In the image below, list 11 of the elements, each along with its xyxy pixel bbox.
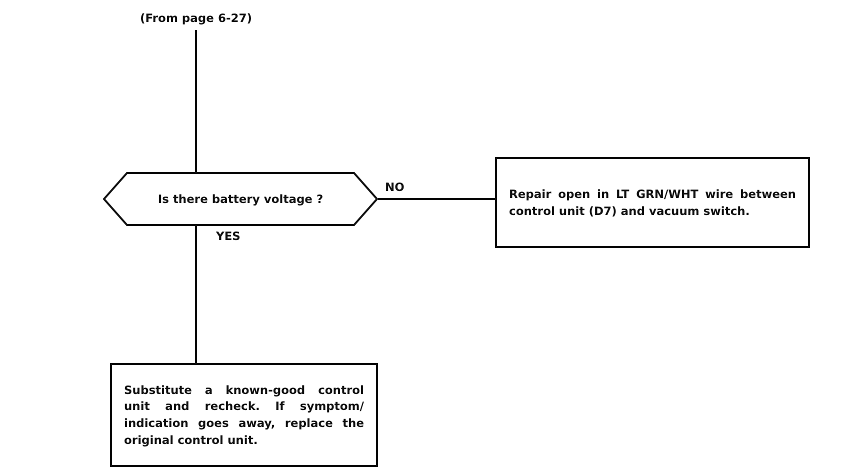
connector-line (195, 30, 197, 172)
action-box (110, 363, 378, 467)
connector-line (195, 226, 197, 363)
action-text: Repair open in LT GRN/WHT wire between control unit (D7) and vacuum switch. (509, 186, 796, 220)
edge-label: YES (214, 229, 242, 243)
action-box (495, 157, 810, 248)
connector-line (378, 198, 495, 200)
edge-label: NO (383, 180, 406, 194)
question-text: Is there battery voltage ? (158, 190, 324, 208)
action-text: Substitute a known-good control unit and recheck. If symptom/ indication goes away, replace the original control unit. (124, 382, 364, 448)
page-reference-text: (From page 6-27) (140, 10, 252, 26)
